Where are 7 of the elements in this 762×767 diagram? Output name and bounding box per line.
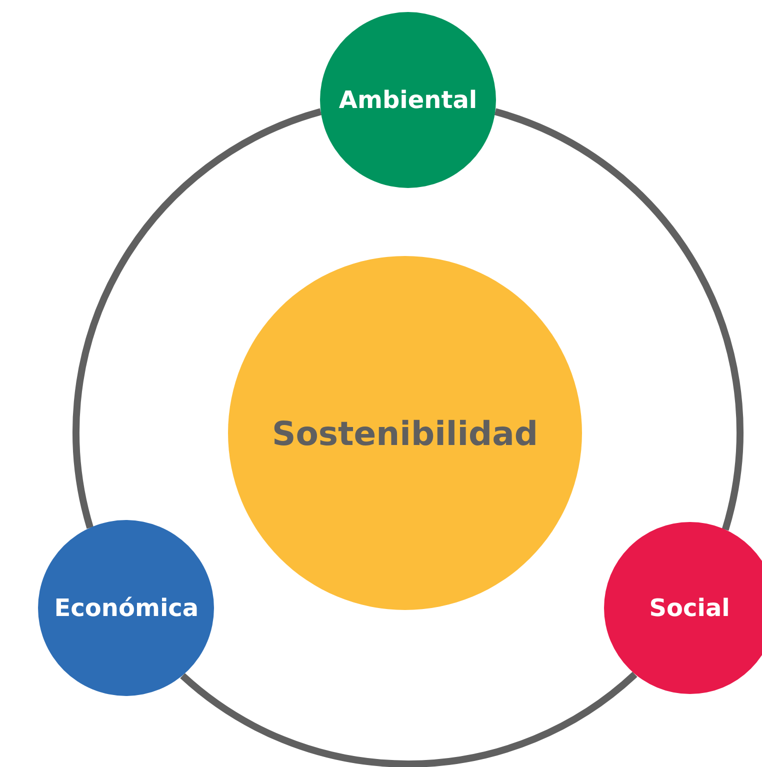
circle-label: Sostenibilidad <box>272 414 538 452</box>
ring-arc <box>494 108 744 531</box>
circle-label: Ambiental <box>338 86 478 114</box>
circle-label: Económica <box>54 594 199 622</box>
ring-arc <box>180 672 638 767</box>
circle-label: Social <box>649 594 730 622</box>
ring-arc <box>72 108 322 529</box>
